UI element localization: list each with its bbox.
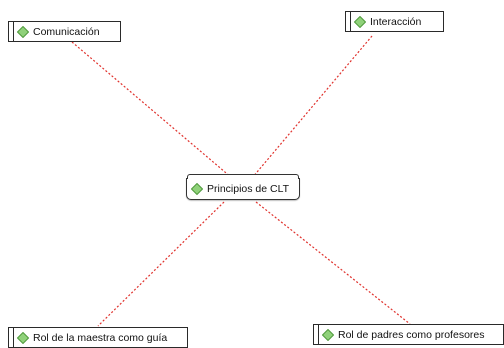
green-diamond-icon — [191, 183, 203, 195]
topic-label: Comunicación — [33, 25, 100, 38]
topic-label: Rol de padres como profesores — [338, 328, 485, 341]
connector-interaccion — [251, 35, 373, 179]
connector-rol-padres — [255, 201, 411, 325]
topic-comunicacion[interactable]: Comunicación — [8, 21, 121, 42]
topic-interaccion[interactable]: Interacción — [345, 11, 444, 32]
green-diamond-icon — [354, 15, 366, 28]
central-topic[interactable]: Principios de CLT — [186, 174, 300, 200]
green-diamond-icon — [17, 25, 29, 38]
green-diamond-icon — [17, 331, 29, 344]
connector-rol-maestra — [97, 201, 225, 327]
topic-bar — [346, 12, 351, 31]
topic-rol-maestra[interactable]: Rol de la maestra como guía — [8, 327, 188, 348]
topic-label: Rol de la maestra como guía — [33, 331, 168, 344]
topic-bar — [314, 325, 319, 344]
central-topic-label: Principios de CLT — [207, 183, 290, 195]
green-diamond-icon — [322, 328, 334, 341]
topic-bar — [9, 22, 14, 41]
topic-label: Interacción — [370, 15, 422, 28]
topic-bar — [9, 328, 14, 347]
topic-rol-padres[interactable]: Rol de padres como profesores — [313, 324, 504, 345]
central-topic-tab — [187, 174, 299, 179]
connector-comunicacion — [71, 41, 233, 179]
